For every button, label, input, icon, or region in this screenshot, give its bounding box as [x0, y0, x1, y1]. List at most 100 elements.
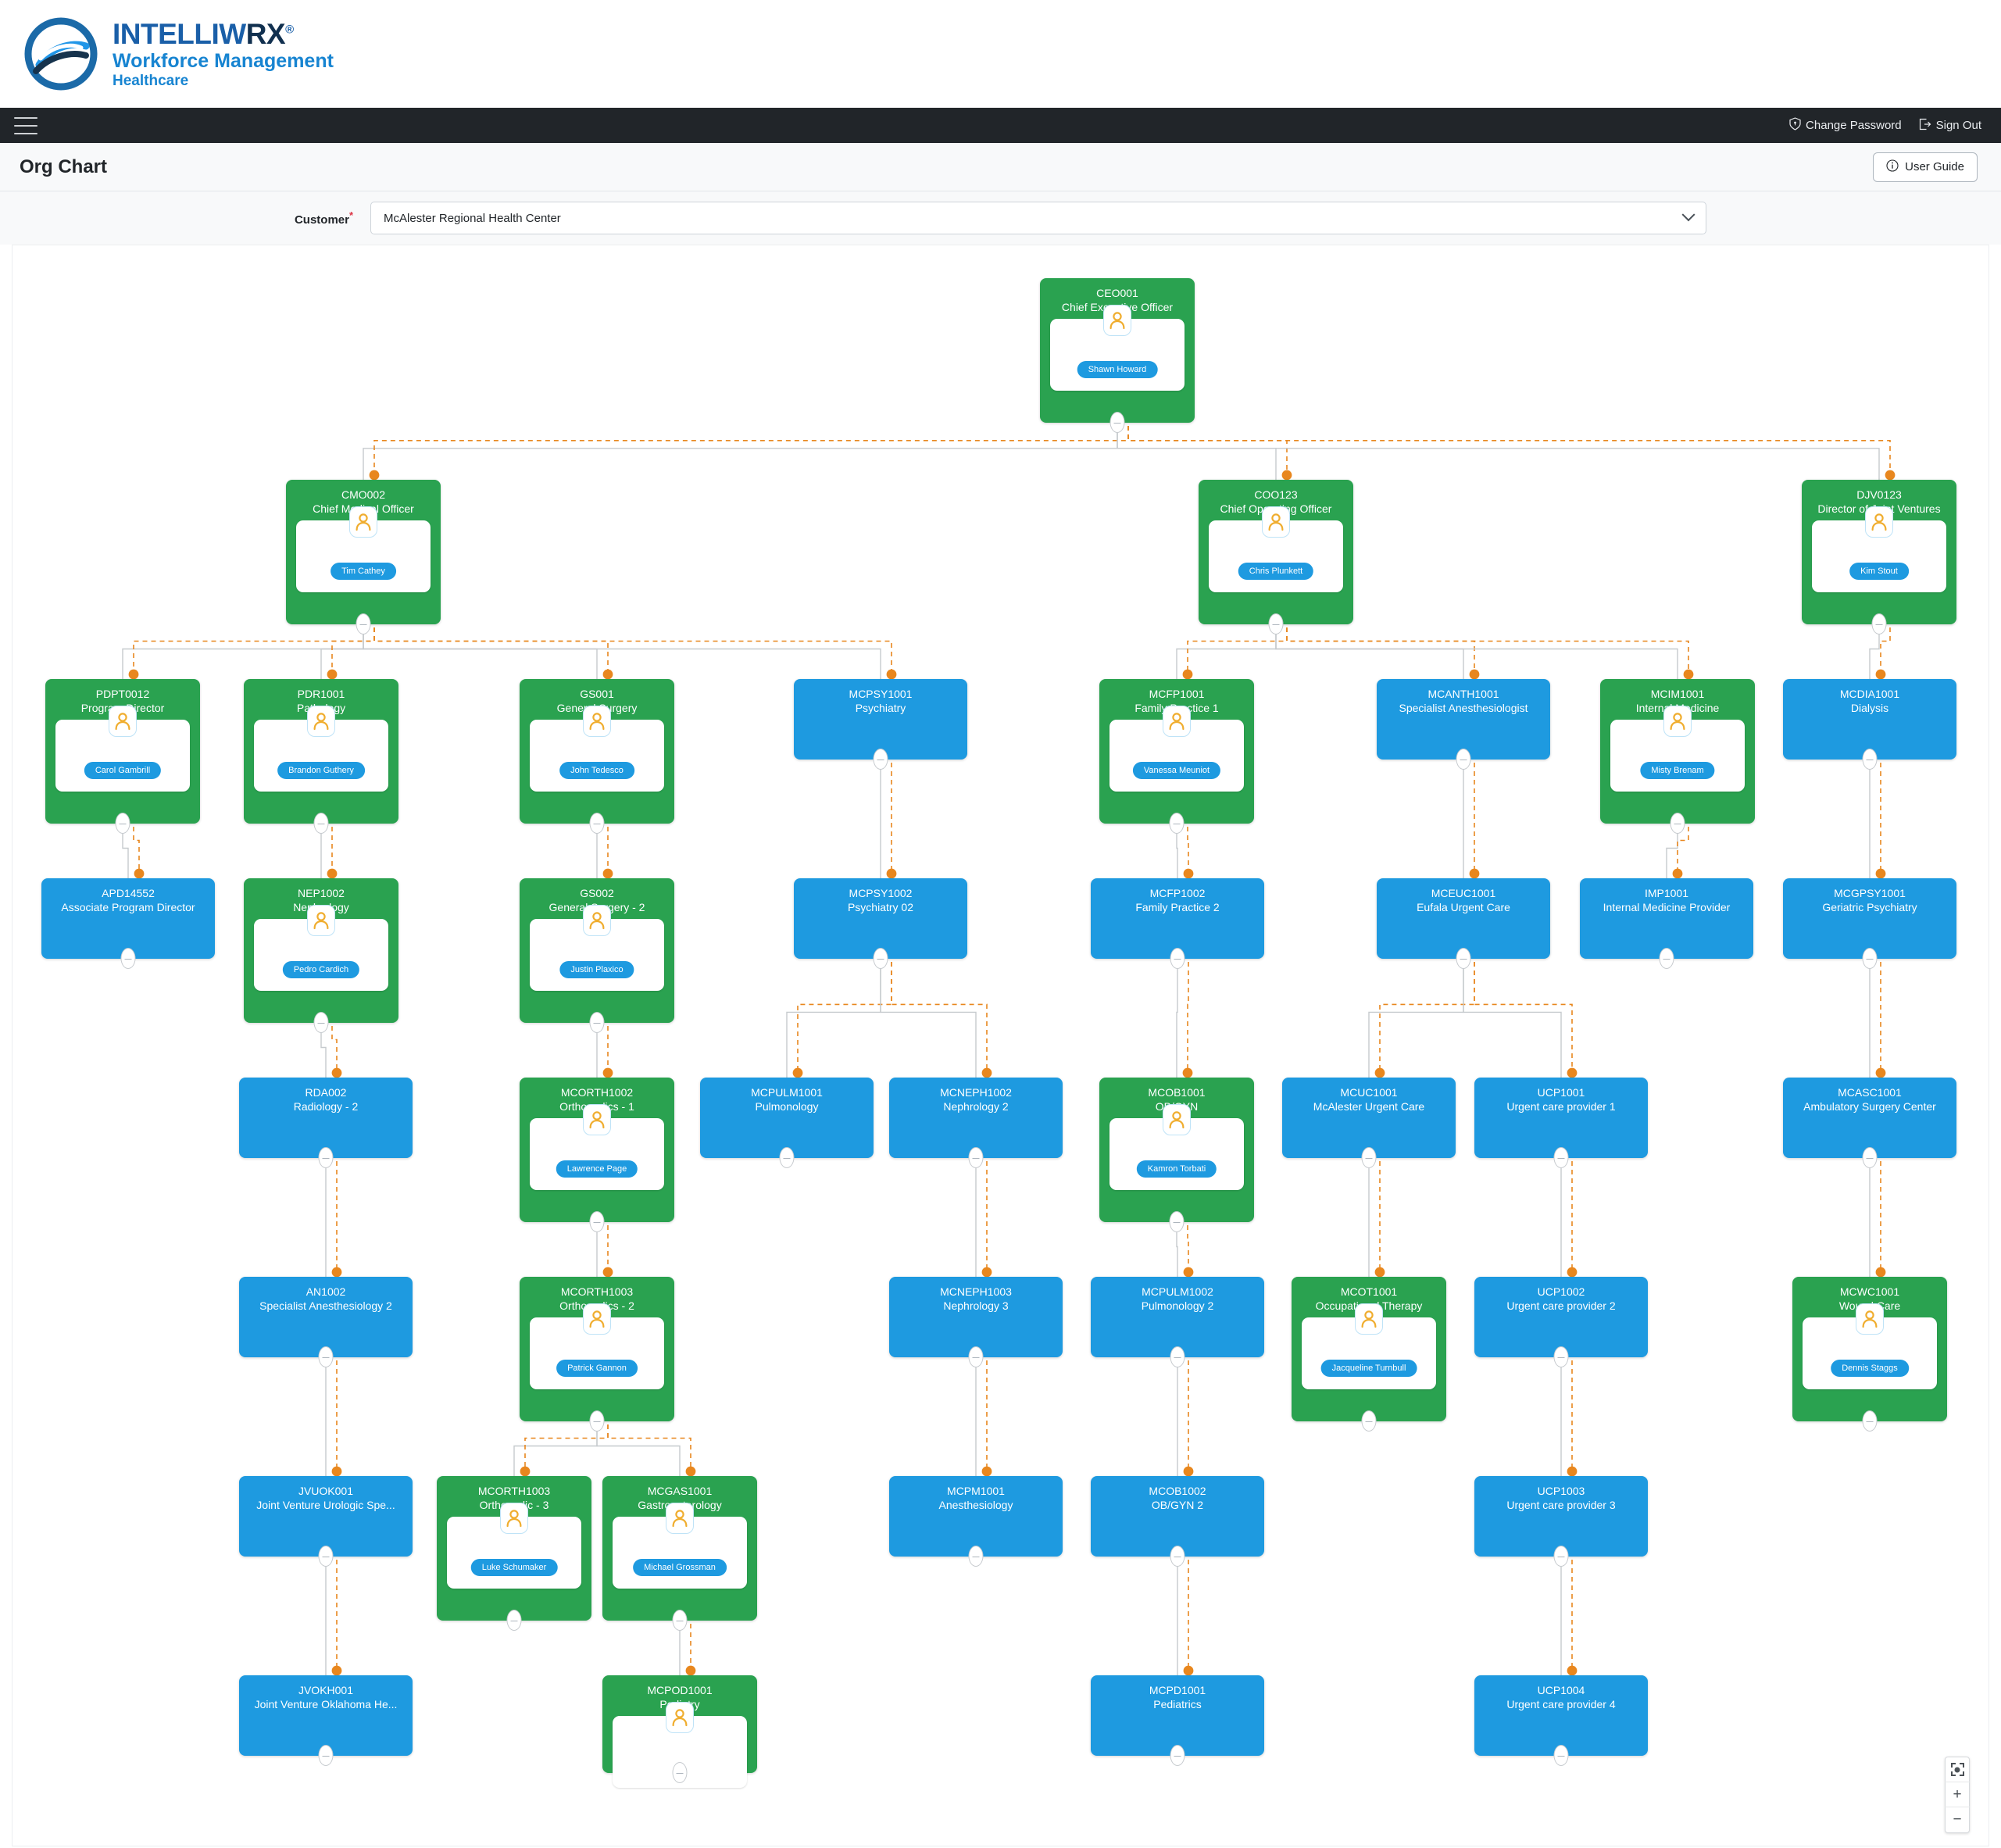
org-node-collapse-handle[interactable] — [115, 813, 130, 834]
org-node-collapse-handle[interactable] — [356, 613, 371, 634]
change-password-link[interactable]: Change Password — [1789, 117, 1902, 134]
org-node-collapse-handle[interactable] — [1553, 1147, 1569, 1168]
org-node-collapse-handle[interactable] — [589, 1410, 605, 1432]
org-node-collapse-handle[interactable] — [1553, 1546, 1569, 1567]
org-node-collapse-handle[interactable] — [1170, 1346, 1185, 1367]
org-node-collapse-handle[interactable] — [672, 1762, 688, 1783]
org-node-collapse-handle[interactable] — [1170, 1745, 1185, 1766]
org-node-pdr1001[interactable]: PDR1001PathologyBrandon Guthery — [244, 679, 398, 834]
org-node-collapse-handle[interactable] — [873, 948, 888, 969]
org-node-collapse-handle[interactable] — [318, 1346, 334, 1367]
org-node-mcpod1001[interactable]: MCPOD1001Podiatry — [602, 1675, 757, 1788]
org-node-collapse-handle[interactable] — [1361, 1147, 1377, 1168]
org-node-collapse-handle[interactable] — [318, 1745, 334, 1766]
org-node-collapse-handle[interactable] — [1659, 948, 1674, 969]
org-node-person-name[interactable]: Luke Schumaker — [470, 1559, 558, 1576]
org-node-person-name[interactable]: Patrick Gannon — [556, 1360, 638, 1377]
customer-select[interactable]: McAlester Regional Health Center — [370, 202, 1707, 234]
org-node-mcgas1001[interactable]: MCGAS1001GastroenterologyMichael Grossma… — [602, 1476, 757, 1631]
org-node-collapse-handle[interactable] — [318, 1546, 334, 1567]
org-node-collapse-handle[interactable] — [313, 813, 329, 834]
org-node-collapse-handle[interactable] — [1862, 749, 1878, 770]
org-node-collapse-handle[interactable] — [1268, 613, 1284, 634]
org-node-collapse-handle[interactable] — [1456, 749, 1471, 770]
org-node-person-name[interactable]: Jacqueline Turnbull — [1320, 1360, 1417, 1377]
org-node-nep1002[interactable]: NEP1002NephrologyPedro Cardich — [244, 878, 398, 1033]
org-node-person-name[interactable]: John Tedesco — [559, 762, 634, 779]
org-node-collapse-handle[interactable] — [318, 1147, 334, 1168]
org-node-collapse-handle[interactable] — [1862, 948, 1878, 969]
org-node-collapse-handle[interactable] — [1169, 813, 1185, 834]
org-node-collapse-handle[interactable] — [968, 1546, 984, 1567]
org-node-person-name[interactable]: Dennis Staggs — [1831, 1360, 1909, 1377]
org-node-person-name[interactable]: Pedro Cardich — [282, 961, 360, 978]
org-node-collapse-handle[interactable] — [1871, 613, 1887, 634]
org-node-collapse-handle[interactable] — [1553, 1745, 1569, 1766]
sign-out-link[interactable]: Sign Out — [1919, 118, 1981, 134]
org-node-person-name[interactable]: Carol Gambrill — [84, 762, 162, 779]
org-node-collapse-handle[interactable] — [1169, 1211, 1185, 1232]
org-node-collapse-handle[interactable] — [1170, 948, 1185, 969]
org-node-person-name[interactable]: Tim Cathey — [331, 563, 396, 580]
org-node-person-name[interactable]: Chris Plunkett — [1238, 563, 1314, 580]
org-node-collapse-handle[interactable] — [1109, 412, 1125, 433]
org-node-collapse-handle[interactable] — [313, 1012, 329, 1033]
org-node-person-name[interactable]: Michael Grossman — [633, 1559, 727, 1576]
org-node-collapse-handle[interactable] — [1862, 1147, 1878, 1168]
org-node-person-name[interactable]: Kim Stout — [1849, 563, 1909, 580]
org-node-collapse-handle[interactable] — [506, 1610, 522, 1631]
org-node-person-name[interactable]: Brandon Guthery — [277, 762, 365, 779]
org-node-person-name[interactable]: Kamron Torbati — [1136, 1160, 1217, 1178]
org-node-mcob1001[interactable]: MCOB1001OB/GYNKamron Torbati — [1099, 1078, 1254, 1232]
org-node-person-name[interactable]: Vanessa Meuniot — [1132, 762, 1221, 779]
org-node-person-name[interactable]: Justin Plaxico — [559, 961, 634, 978]
user-guide-button[interactable]: User Guide — [1873, 152, 1978, 182]
org-node-collapse-handle[interactable] — [873, 749, 888, 770]
org-node-person-name[interactable]: Misty Brenam — [1640, 762, 1715, 779]
org-node-collapse-handle[interactable] — [1553, 1346, 1569, 1367]
org-node-person-name[interactable]: Lawrence Page — [556, 1160, 638, 1178]
zoom-in-button[interactable]: + — [1945, 1782, 1970, 1807]
org-node-collapse-handle[interactable] — [589, 813, 605, 834]
zoom-controls[interactable]: + − — [1945, 1757, 1970, 1833]
org-node-collapse-handle[interactable] — [120, 948, 136, 969]
org-node-person-name[interactable]: Shawn Howard — [1077, 361, 1158, 378]
org-node-collapse-handle[interactable] — [779, 1147, 795, 1168]
org-node-collapse-handle[interactable] — [1862, 1410, 1878, 1432]
org-node-collapse-handle[interactable] — [968, 1147, 984, 1168]
org-node-collapse-handle[interactable] — [1170, 1546, 1185, 1567]
